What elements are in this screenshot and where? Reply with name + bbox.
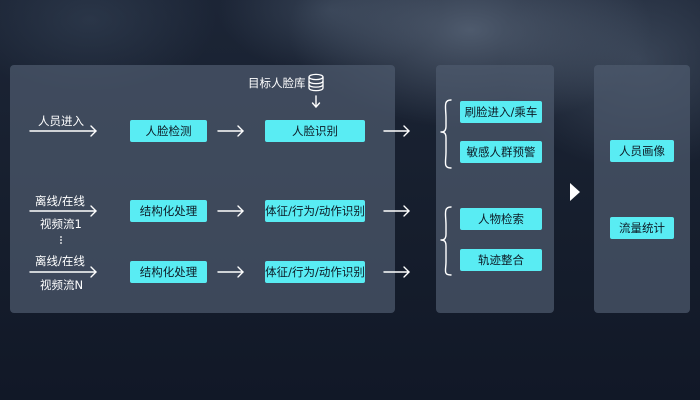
row3-input-label-line1: 离线/在线: [35, 254, 85, 268]
arrow-db-down: [311, 95, 321, 108]
row2-input-label-line2: 视频流1: [40, 217, 82, 231]
arrow-row2-mid: [217, 205, 244, 217]
result-person-search-box: 人物检索: [460, 208, 542, 230]
arrow-row2-out: [383, 205, 410, 217]
behavior-recognition-box-row3: 体征/行为/动作识别: [265, 261, 365, 283]
result-sensitive-alert-box: 敏感人群预警: [460, 141, 542, 163]
arrow-row1-input: [29, 125, 97, 137]
face-detection-box: 人脸检测: [130, 120, 207, 142]
structuring-box-row2: 结构化处理: [130, 200, 207, 222]
arrow-row3-mid: [217, 266, 244, 278]
database-icon: [308, 73, 324, 92]
bracket-group1: [440, 99, 452, 169]
arrow-row1-mid: [217, 125, 244, 137]
result-face-entry-box: 刷脸进入/乘车: [460, 101, 542, 123]
row1-input-label: 人员进入: [38, 114, 84, 128]
output-person-profile-box: 人员画像: [610, 140, 674, 162]
play-arrow-icon: [570, 183, 580, 201]
arrow-row2-input: [29, 205, 97, 217]
structuring-box-row3: 结构化处理: [130, 261, 207, 283]
ellipsis-dots-icon: [60, 236, 62, 244]
bracket-group2: [440, 206, 452, 276]
arrow-row3-input: [29, 266, 97, 278]
arrow-row3-out: [383, 266, 410, 278]
behavior-recognition-box-row2: 体征/行为/动作识别: [265, 200, 365, 222]
result-track-integration-box: 轨迹整合: [460, 249, 542, 271]
face-recognition-box: 人脸识别: [265, 120, 365, 142]
db-label: 目标人脸库: [248, 76, 306, 90]
row2-input-label-line1: 离线/在线: [35, 194, 85, 208]
output-panel: [594, 65, 690, 313]
row3-input-label-line2: 视频流N: [40, 278, 84, 292]
output-flow-statistics-box: 流量统计: [610, 217, 674, 239]
arrow-row1-out: [383, 125, 410, 137]
